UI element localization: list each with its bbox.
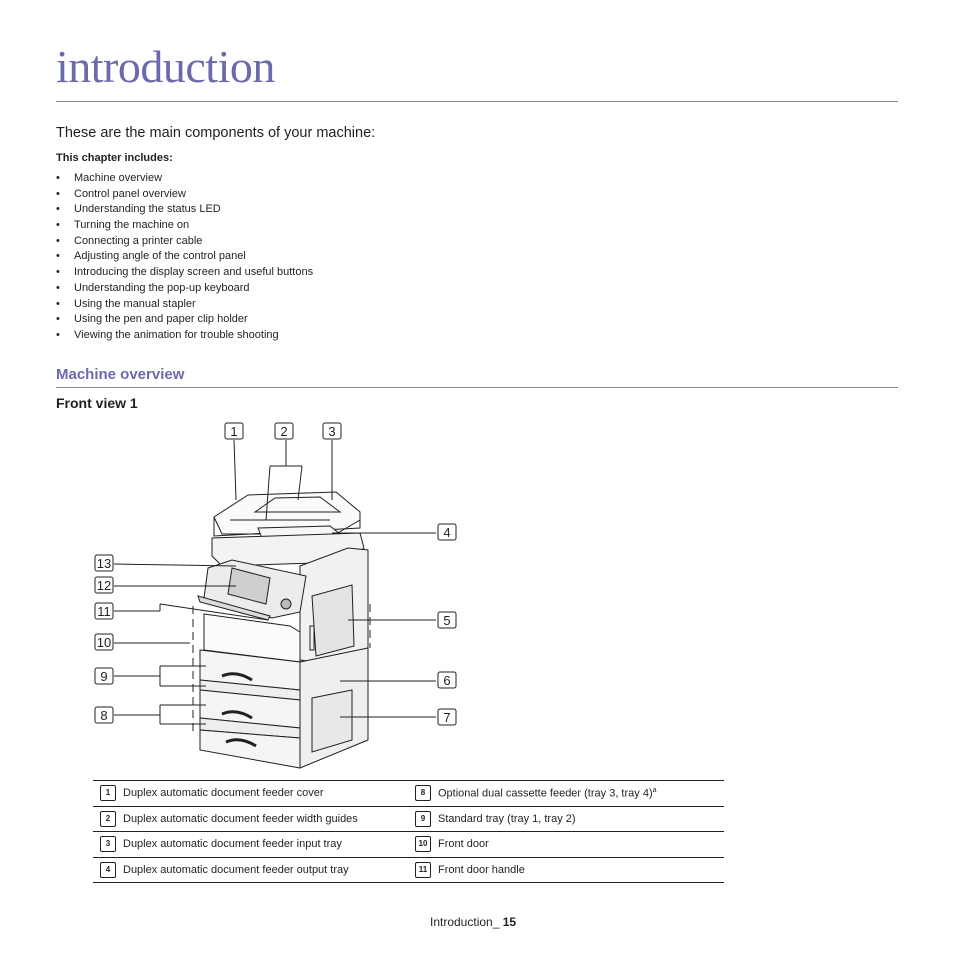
list-item[interactable]: •Connecting a printer cable	[56, 234, 203, 247]
callout-12-label: 12	[97, 578, 111, 593]
list-item[interactable]: •Using the manual stapler	[56, 297, 196, 310]
list-item[interactable]: •Control panel overview	[56, 187, 186, 200]
page-title: introduction	[56, 41, 275, 92]
callout-6-box	[437, 671, 457, 689]
callout-4-label: 4	[443, 525, 450, 540]
bullet-icon: •	[56, 281, 60, 294]
table-row: 3 Duplex automatic document feeder input…	[93, 831, 724, 858]
table-row: 2 Duplex automatic document feeder width…	[93, 806, 724, 832]
callout-10-label: 10	[97, 635, 111, 650]
bullet-icon: •	[56, 250, 60, 263]
section-divider	[56, 387, 898, 388]
legend-number: 9	[415, 810, 431, 827]
legend-number: 1	[100, 785, 116, 802]
legend-number: 8	[415, 785, 431, 802]
bullet-icon: •	[56, 219, 60, 232]
footer-label: Introduction_	[430, 915, 500, 929]
legend-description: Front door handle	[438, 857, 724, 883]
callout-13-label: 13	[97, 556, 111, 571]
list-item[interactable]: •Using the pen and paper clip holder	[56, 313, 248, 326]
bullet-icon: •	[56, 297, 60, 310]
bullet-icon: •	[56, 266, 60, 279]
legend-number: 2	[100, 810, 116, 827]
callout-9-box	[94, 667, 114, 685]
legend-description: Duplex automatic document feeder input t…	[123, 831, 408, 858]
callout-7-box	[437, 708, 457, 726]
bullet-icon: •	[56, 328, 60, 341]
callout-11-label: 11	[97, 604, 111, 619]
list-item[interactable]: •Turning the machine on	[56, 219, 190, 232]
callout-5-box	[437, 611, 457, 629]
page-number: 15	[502, 915, 517, 929]
list-item[interactable]: •Introducing the display screen and usef…	[56, 266, 314, 279]
callout-8-label: 8	[100, 708, 107, 723]
page-footer: Introduction_ 15	[430, 915, 516, 929]
list-item[interactable]: •Understanding the pop-up keyboard	[56, 281, 250, 294]
callout-10-box	[94, 633, 114, 651]
callout-13-box	[94, 554, 114, 572]
callout-1-box	[224, 422, 244, 440]
legend-description: Duplex automatic document feeder output …	[123, 857, 408, 883]
legend-number: 10	[415, 836, 431, 853]
list-item[interactable]: •Understanding the status LED	[56, 203, 221, 216]
legend-description: Front door	[438, 831, 724, 858]
bullet-icon: •	[56, 234, 60, 247]
table-row: 1 Duplex automatic document feeder cover…	[93, 780, 724, 807]
list-item[interactable]: •Adjusting angle of the control panel	[56, 250, 246, 263]
intro-text: These are the main components of your ma…	[56, 125, 376, 141]
callout-6-label: 6	[443, 673, 450, 688]
legend-description: Standard tray (tray 1, tray 2)	[438, 806, 724, 832]
callout-3-label: 3	[328, 424, 335, 439]
bullet-icon: •	[56, 187, 60, 200]
legend-number: 3	[100, 836, 116, 853]
callout-2-box	[274, 422, 294, 440]
subheading: Front view 1	[56, 395, 138, 411]
bullet-icon: •	[56, 172, 60, 184]
callout-7-label: 7	[443, 710, 450, 725]
legend-number: 11	[415, 861, 431, 878]
callout-2-label: 2	[280, 424, 287, 439]
callout-5-label: 5	[443, 613, 450, 628]
bullet-icon: •	[56, 313, 60, 326]
component-legend-table: 1 Duplex automatic document feeder cover…	[93, 780, 724, 883]
legend-number: 4	[100, 861, 116, 878]
section-title: Machine overview	[56, 366, 185, 383]
printer-front-view-illustration: 1 2 3 4 5 6 7 8 9 10 11 12 13	[94, 422, 457, 769]
table-row: 4 Duplex automatic document feeder outpu…	[93, 857, 724, 883]
footnote-marker: a	[652, 786, 657, 794]
callout-8-box	[94, 706, 114, 724]
chapter-includes-label: This chapter includes:	[56, 152, 173, 164]
legend-description: Duplex automatic document feeder cover	[123, 780, 408, 807]
bullet-icon: •	[56, 203, 60, 216]
callout-4-box	[437, 523, 457, 541]
callout-12-box	[94, 576, 114, 594]
legend-description: Duplex automatic document feeder width g…	[123, 806, 408, 832]
callout-9-label: 9	[100, 669, 107, 684]
chapter-contents-list: •Machine overview •Control panel overvie…	[56, 171, 313, 344]
legend-description: Optional dual cassette feeder (tray 3, t…	[438, 787, 653, 800]
callout-3-box	[322, 422, 342, 440]
list-item[interactable]: •Viewing the animation for trouble shoot…	[56, 328, 279, 341]
list-item[interactable]: •Machine overview	[56, 172, 163, 184]
callout-11-box	[94, 602, 114, 620]
title-divider	[56, 101, 898, 102]
callout-1-label: 1	[230, 424, 237, 439]
